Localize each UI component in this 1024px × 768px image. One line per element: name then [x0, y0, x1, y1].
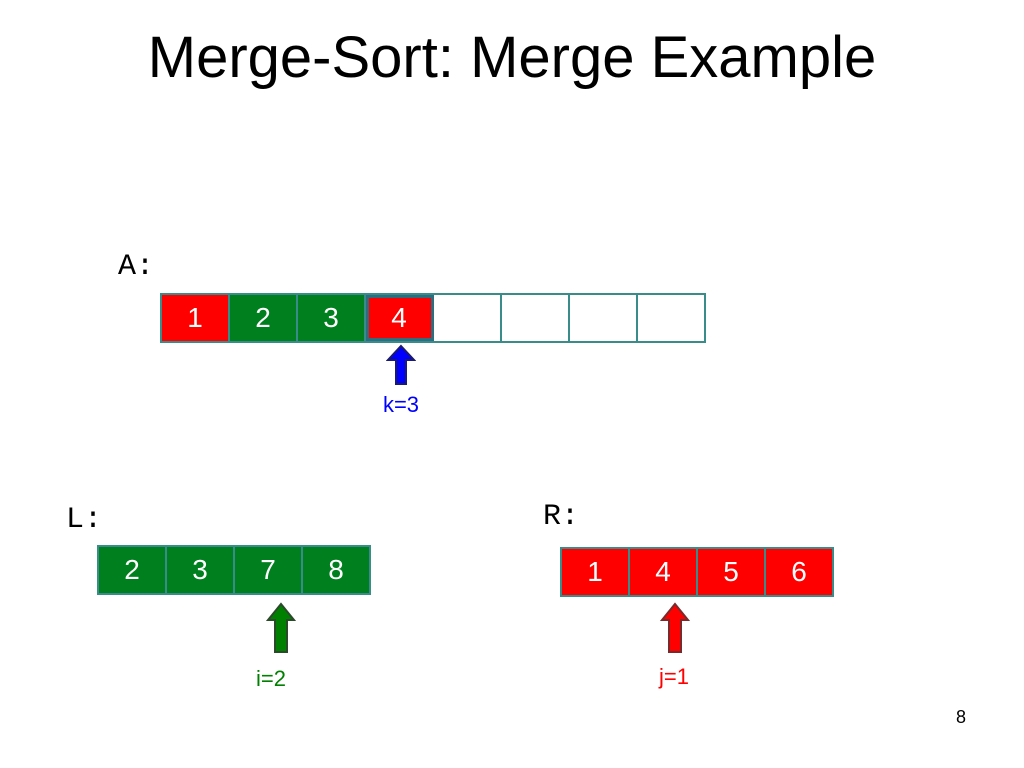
array-r-label: R:	[543, 500, 580, 534]
page-number: 8	[955, 707, 966, 727]
array-a-cell-0: 1	[162, 295, 230, 341]
array-a-cell-4	[434, 295, 502, 341]
array-l-cell-2: 7	[235, 547, 303, 593]
array-a: 1 2 3 4	[160, 293, 706, 343]
array-r-cell-2: 5	[698, 549, 766, 595]
array-r: 1 4 5 6	[560, 547, 834, 597]
array-a-cell-6	[570, 295, 638, 341]
slide-title: Merge-Sort: Merge Example	[147, 25, 877, 90]
array-a-cell-5	[502, 295, 570, 341]
i-pointer-label: i=2	[256, 666, 286, 691]
array-l-cell-3: 8	[303, 547, 369, 593]
array-l-cell-0: 2	[99, 547, 167, 593]
array-r-cell-0: 1	[562, 549, 630, 595]
array-l-cell-1: 3	[167, 547, 235, 593]
array-a-label: A:	[118, 250, 155, 284]
array-a-cell-2: 3	[298, 295, 366, 341]
array-a-cell-3: 4	[366, 295, 434, 341]
k-pointer-arrow-icon	[386, 344, 416, 385]
array-l: 2 3 7 8	[97, 545, 371, 595]
array-a-cell-7	[638, 295, 704, 341]
array-r-cell-1: 4	[630, 549, 698, 595]
array-a-cell-1: 2	[230, 295, 298, 341]
j-pointer-arrow-icon	[660, 602, 690, 653]
j-pointer-label: j=1	[659, 664, 689, 689]
i-pointer-arrow-icon	[266, 602, 296, 653]
array-l-label: L:	[66, 503, 103, 537]
k-pointer-label: k=3	[382, 392, 420, 417]
array-r-cell-3: 6	[766, 549, 832, 595]
